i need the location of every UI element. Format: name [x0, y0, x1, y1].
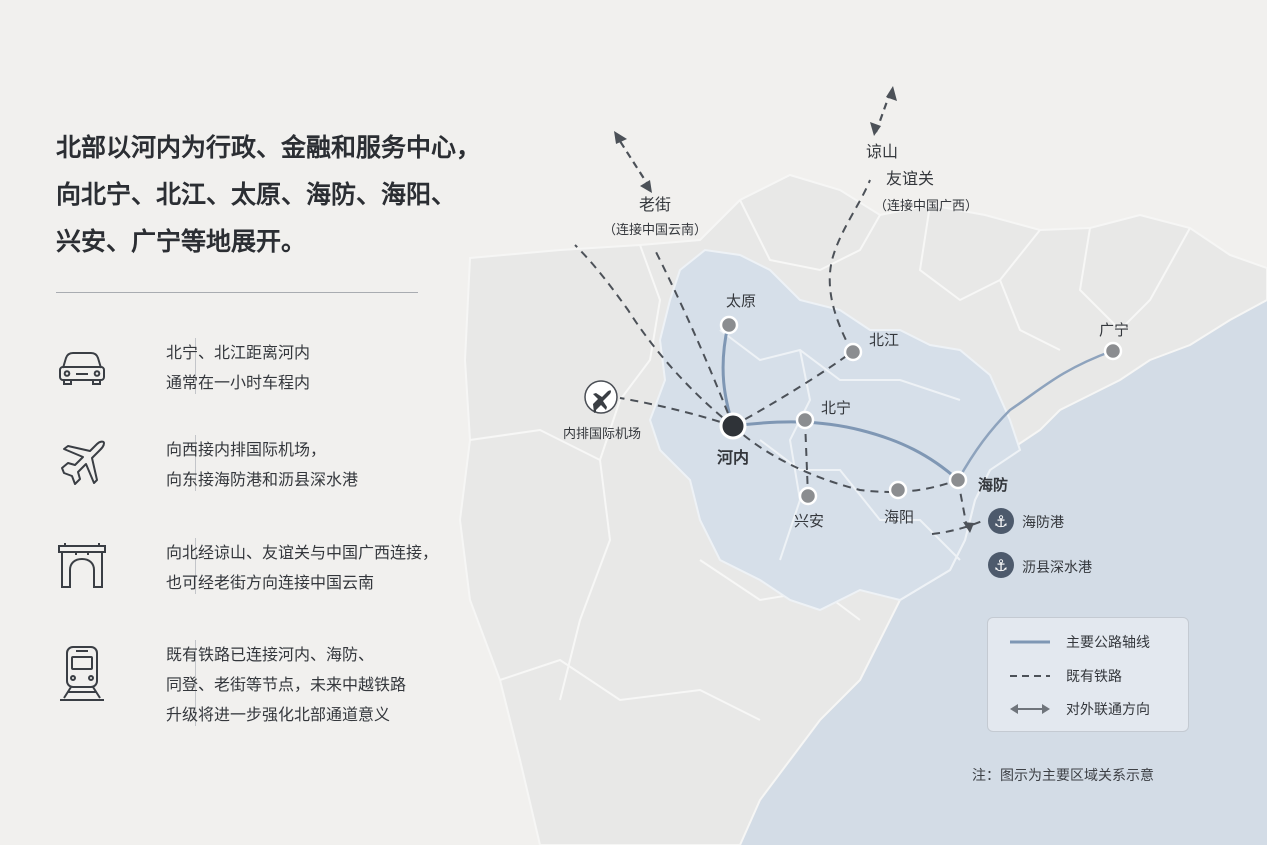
- label-hungyen: 兴安: [794, 512, 824, 530]
- divider: [56, 292, 418, 293]
- feature-line: 升级将进一步强化北部通道意义: [166, 705, 391, 724]
- rail-hanoi-haiphong: [732, 425, 959, 493]
- double-arrow-icon: [1010, 704, 1050, 714]
- feature-line: 向北经谅山、友谊关与中国广西连接，: [166, 543, 439, 562]
- rail-bacninh-hungyen: [804, 419, 809, 497]
- label-langson-note: （连接中国广西）: [874, 198, 978, 214]
- label-laocai: 老街: [639, 195, 671, 214]
- separator: [195, 338, 196, 394]
- label-hanoi: 河内: [717, 448, 749, 467]
- feature-text: 向北经谅山、友谊关与中国广西连接， 也可经老街方向连接中国云南: [166, 538, 438, 598]
- border-gate-icon: [58, 543, 106, 588]
- road-hanoi-haiphong: [731, 420, 960, 482]
- rail-laocai: [654, 249, 734, 427]
- arrow-head-laocai: [614, 131, 627, 144]
- anchor-icon: ⚓: [994, 512, 1008, 531]
- city-dot-hungyen[interactable]: [798, 486, 818, 506]
- label-friendship-pass: 友谊关: [886, 169, 934, 188]
- arrow-head-langson-back: [870, 122, 881, 136]
- legend-road-label: 主要公路轴线: [1066, 635, 1150, 651]
- label-thainguyen: 太原: [726, 292, 756, 310]
- feature-line: 同登、老街等节点，未来中越铁路: [166, 675, 407, 694]
- separator: [195, 435, 196, 491]
- label-airport: 内排国际机场: [563, 426, 641, 442]
- anchor-icon: ⚓: [994, 556, 1008, 575]
- headline: 北部以河内为行政、金融和服务中心， 向北宁、北江、太原、海防、海阳、 兴安、广宁…: [56, 124, 576, 265]
- city-dot-haiduong[interactable]: [888, 480, 908, 500]
- airport-marker[interactable]: [584, 380, 618, 414]
- feature-line: 向东接海防港和沥县深水港: [166, 470, 359, 489]
- legend-external-label: 对外联通方向: [1066, 702, 1150, 718]
- port-lachhuyen-marker[interactable]: ⚓: [988, 552, 1014, 578]
- label-haiphong: 海防: [978, 476, 1008, 494]
- city-dot-quangninh[interactable]: [1103, 341, 1123, 361]
- railways: [574, 179, 986, 535]
- headline-line: 向北宁、北江、太原、海防、海阳、: [56, 180, 457, 209]
- arrow-head-langson: [886, 86, 897, 101]
- rail-airport: [619, 397, 734, 427]
- label-quangninh: 广宁: [1099, 321, 1129, 339]
- label-bacgiang: 北江: [869, 331, 899, 349]
- label-laocai-note: （连接中国云南）: [603, 222, 707, 238]
- feature-line: 北宁、北江距离河内: [166, 343, 311, 362]
- road-line-swatch: [1010, 640, 1050, 644]
- label-port-haiphong: 海防港: [1022, 515, 1064, 531]
- headline-line: 北部以河内为行政、金融和服务中心，: [56, 133, 482, 162]
- feature-line: 通常在一小时车程内: [166, 373, 311, 392]
- feature-text: 北宁、北江距离河内 通常在一小时车程内: [166, 338, 310, 398]
- city-dot-haiphong[interactable]: [948, 470, 968, 490]
- map-note: 注：图示为主要区域关系示意: [972, 768, 1154, 784]
- city-dot-bacninh[interactable]: [795, 410, 815, 430]
- feature-text: 既有铁路已连接河内、海防、 同登、老街等节点，未来中越铁路 升级将进一步强化北部…: [166, 640, 406, 730]
- arrow-head-laocai-back: [640, 180, 652, 193]
- train-icon: [60, 646, 104, 701]
- city-dot-thainguyen[interactable]: [719, 315, 739, 335]
- map-labels: 太原 北江 北宁 海防 海阳 兴安 广宁 河内 内排国际机场 海防港 沥县深水港…: [563, 142, 1129, 576]
- airplane-icon: [61, 440, 105, 485]
- arrow-head-port: [963, 522, 974, 533]
- external-arrows: [617, 92, 892, 189]
- label-bacninh: 北宁: [821, 399, 851, 417]
- label-langson: 谅山: [866, 142, 898, 161]
- headline-line: 兴安、广宁等地展开。: [56, 227, 307, 256]
- hub-dot-hanoi[interactable]: [719, 412, 747, 440]
- feature-line: 也可经老街方向连接中国云南: [166, 573, 375, 592]
- legend: 主要公路轴线 既有铁路 对外联通方向: [987, 617, 1189, 732]
- rail-port-link: [931, 519, 986, 535]
- airplane-icon: [593, 390, 611, 413]
- feature-text: 向西接内排国际机场， 向东接海防港和沥县深水港: [166, 435, 358, 495]
- rail-line-swatch: [1010, 675, 1050, 677]
- separator: [195, 538, 196, 594]
- legend-rail-label: 既有铁路: [1066, 669, 1122, 685]
- port-haiphong-marker[interactable]: ⚓: [988, 508, 1014, 534]
- road-haiphong-quangninh: [956, 349, 1114, 482]
- label-port-lachhuyen: 沥县深水港: [1022, 560, 1092, 576]
- label-haiduong: 海阳: [884, 508, 914, 526]
- city-dot-bacgiang[interactable]: [843, 342, 863, 362]
- rail-northwest: [574, 244, 734, 427]
- feature-line: 向西接内排国际机场，: [166, 440, 327, 459]
- car-icon: [59, 352, 105, 385]
- separator: [195, 640, 196, 726]
- city-dots: [719, 315, 1123, 506]
- feature-line: 既有铁路已连接河内、海防、: [166, 645, 375, 664]
- northern-region: [648, 248, 1022, 612]
